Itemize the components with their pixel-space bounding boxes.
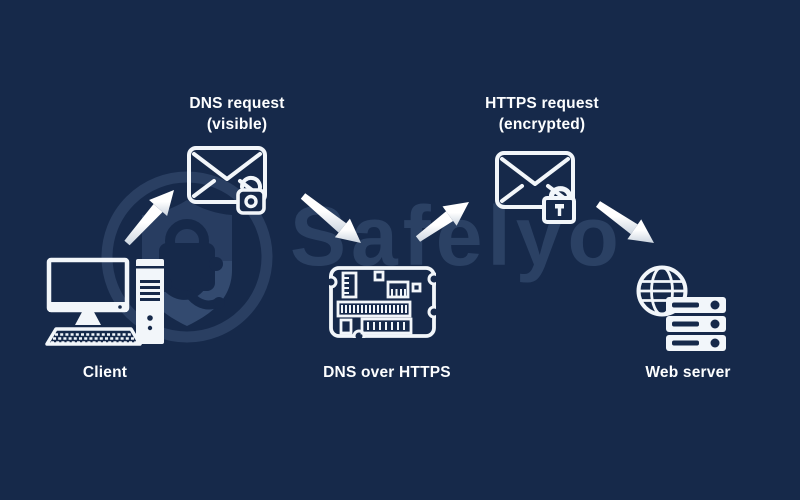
globe-server-stack-icon xyxy=(636,265,726,351)
envelope-open-padlock-icon xyxy=(187,146,267,215)
client-label: Client xyxy=(82,364,128,381)
https-request-label: HTTPS request (encrypted) xyxy=(485,95,599,133)
dns-request-label: DNS request (visible) xyxy=(189,95,285,133)
circuit-board-icon xyxy=(329,266,436,338)
web-server-label: Web server xyxy=(645,364,731,381)
doh-label: DNS over HTTPS xyxy=(323,364,451,381)
safelyo-watermark-logo-icon xyxy=(101,171,273,343)
envelope-closed-padlock-icon xyxy=(495,151,576,224)
desktop-computer-icon xyxy=(45,257,164,346)
